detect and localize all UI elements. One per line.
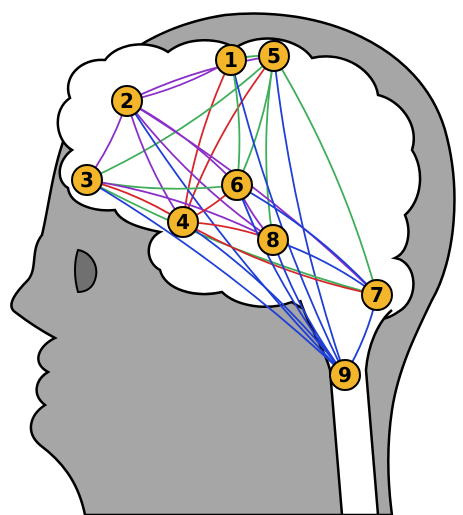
node-label-4: 4 (176, 210, 190, 234)
node-label-7: 7 (370, 283, 384, 307)
node-1: 1 (216, 45, 246, 75)
node-6: 6 (222, 170, 252, 200)
node-4: 4 (168, 207, 198, 237)
node-2: 2 (112, 86, 142, 116)
node-label-1: 1 (224, 48, 238, 72)
node-label-3: 3 (80, 168, 94, 192)
node-label-6: 6 (230, 173, 244, 197)
node-label-2: 2 (120, 89, 134, 113)
node-8: 8 (258, 225, 288, 255)
node-5: 5 (259, 41, 289, 71)
node-label-5: 5 (267, 44, 281, 68)
node-label-9: 9 (338, 363, 352, 387)
node-9: 9 (330, 360, 360, 390)
node-3: 3 (72, 165, 102, 195)
node-7: 7 (362, 280, 392, 310)
node-label-8: 8 (266, 228, 280, 252)
